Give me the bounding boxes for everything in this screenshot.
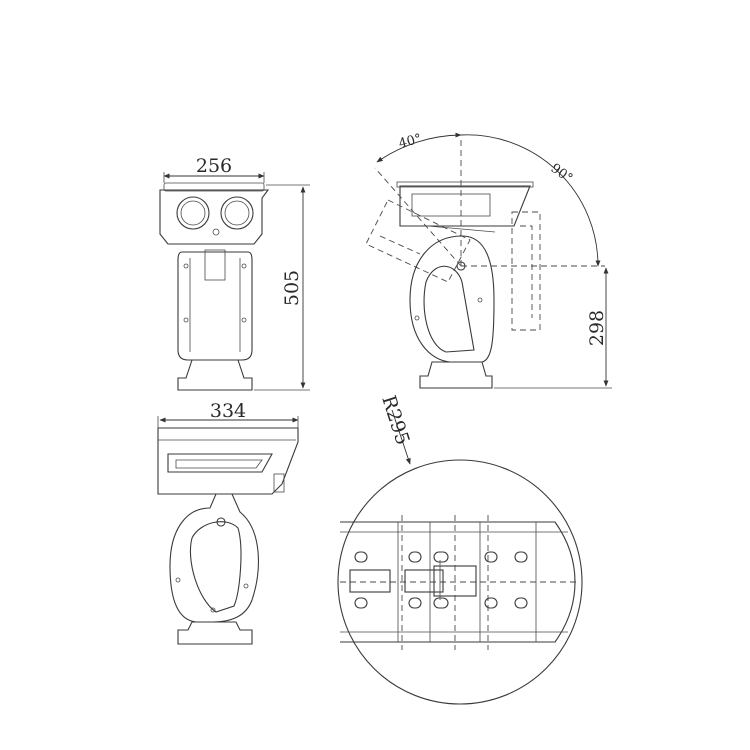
top-yoke <box>169 493 259 623</box>
side-housing <box>399 185 531 227</box>
front-housing <box>159 189 270 245</box>
base-plate-circle <box>337 459 583 705</box>
top-width-label: 334 <box>210 400 246 422</box>
front-base <box>177 359 253 391</box>
top-housing <box>157 427 299 495</box>
radius-label: R295 <box>377 393 414 448</box>
side-view: 40° 90° 298 <box>365 131 612 389</box>
side-housing-tilt-down <box>511 211 541 331</box>
front-body <box>177 251 253 361</box>
tilt-up-label: 40° <box>397 131 423 151</box>
front-view: 256 505 <box>159 155 310 391</box>
side-housing-tilt-up <box>365 199 471 283</box>
left-lens <box>176 196 210 230</box>
tilt-down-label: 90° <box>548 161 575 187</box>
pivot-height-label: 298 <box>586 310 608 346</box>
height-label: 505 <box>281 270 303 306</box>
side-base <box>419 361 493 389</box>
base-plate-view: R295 <box>337 393 583 705</box>
front-width-label: 256 <box>196 155 232 177</box>
top-base <box>177 621 253 645</box>
right-lens <box>220 196 254 230</box>
top-view: 334 <box>157 400 299 645</box>
